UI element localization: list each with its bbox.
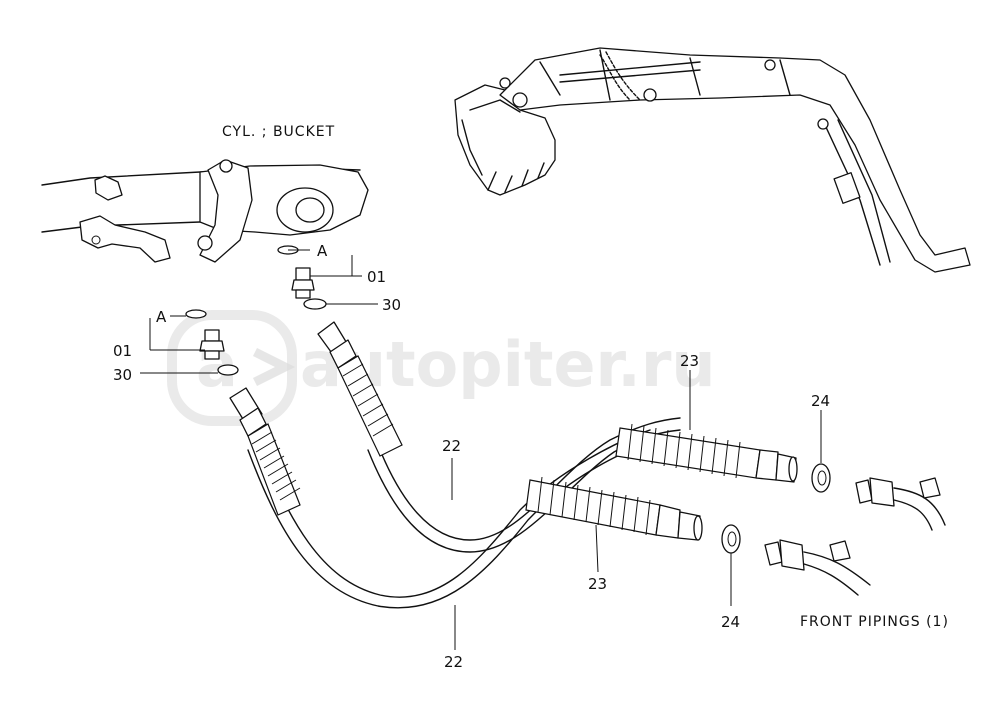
callout-22-lower: 22 bbox=[444, 653, 463, 671]
washer-24-lower bbox=[721, 524, 741, 554]
leader-lines bbox=[140, 249, 822, 650]
excavator-arm-illustration bbox=[454, 47, 971, 273]
caption-section: FRONT PIPINGS (1) bbox=[800, 614, 949, 630]
hose-22-left-fitting bbox=[229, 387, 301, 516]
callout-30-top: 30 bbox=[382, 296, 401, 314]
hose-23-pair bbox=[525, 423, 798, 541]
callout-a-top: A bbox=[317, 242, 328, 260]
caption-cylinder: CYL. ; BUCKET bbox=[222, 124, 335, 140]
callout-22-upper: 22 bbox=[442, 437, 461, 455]
callout-24-lower: 24 bbox=[721, 613, 740, 631]
hose-23-lower bbox=[525, 476, 703, 541]
callout-23-upper: 23 bbox=[680, 352, 699, 370]
bucket-cylinder-illustration bbox=[41, 159, 369, 263]
callout-01-left: 01 bbox=[113, 342, 132, 360]
hose-22-right-fitting bbox=[317, 321, 403, 457]
callout-01-top: 01 bbox=[367, 268, 386, 286]
callout-a-left: A bbox=[156, 308, 167, 326]
hose-22-pair bbox=[229, 321, 681, 609]
callout-labels: A 01 30 A 01 30 22 22 23 23 24 24 bbox=[113, 242, 830, 671]
callout-23-lower: 23 bbox=[588, 575, 607, 593]
callout-24-upper: 24 bbox=[811, 392, 830, 410]
hose-23-upper bbox=[615, 423, 798, 483]
washers-and-pipes bbox=[721, 463, 946, 596]
washer-24-upper bbox=[811, 463, 831, 493]
callout-30-left: 30 bbox=[113, 366, 132, 384]
